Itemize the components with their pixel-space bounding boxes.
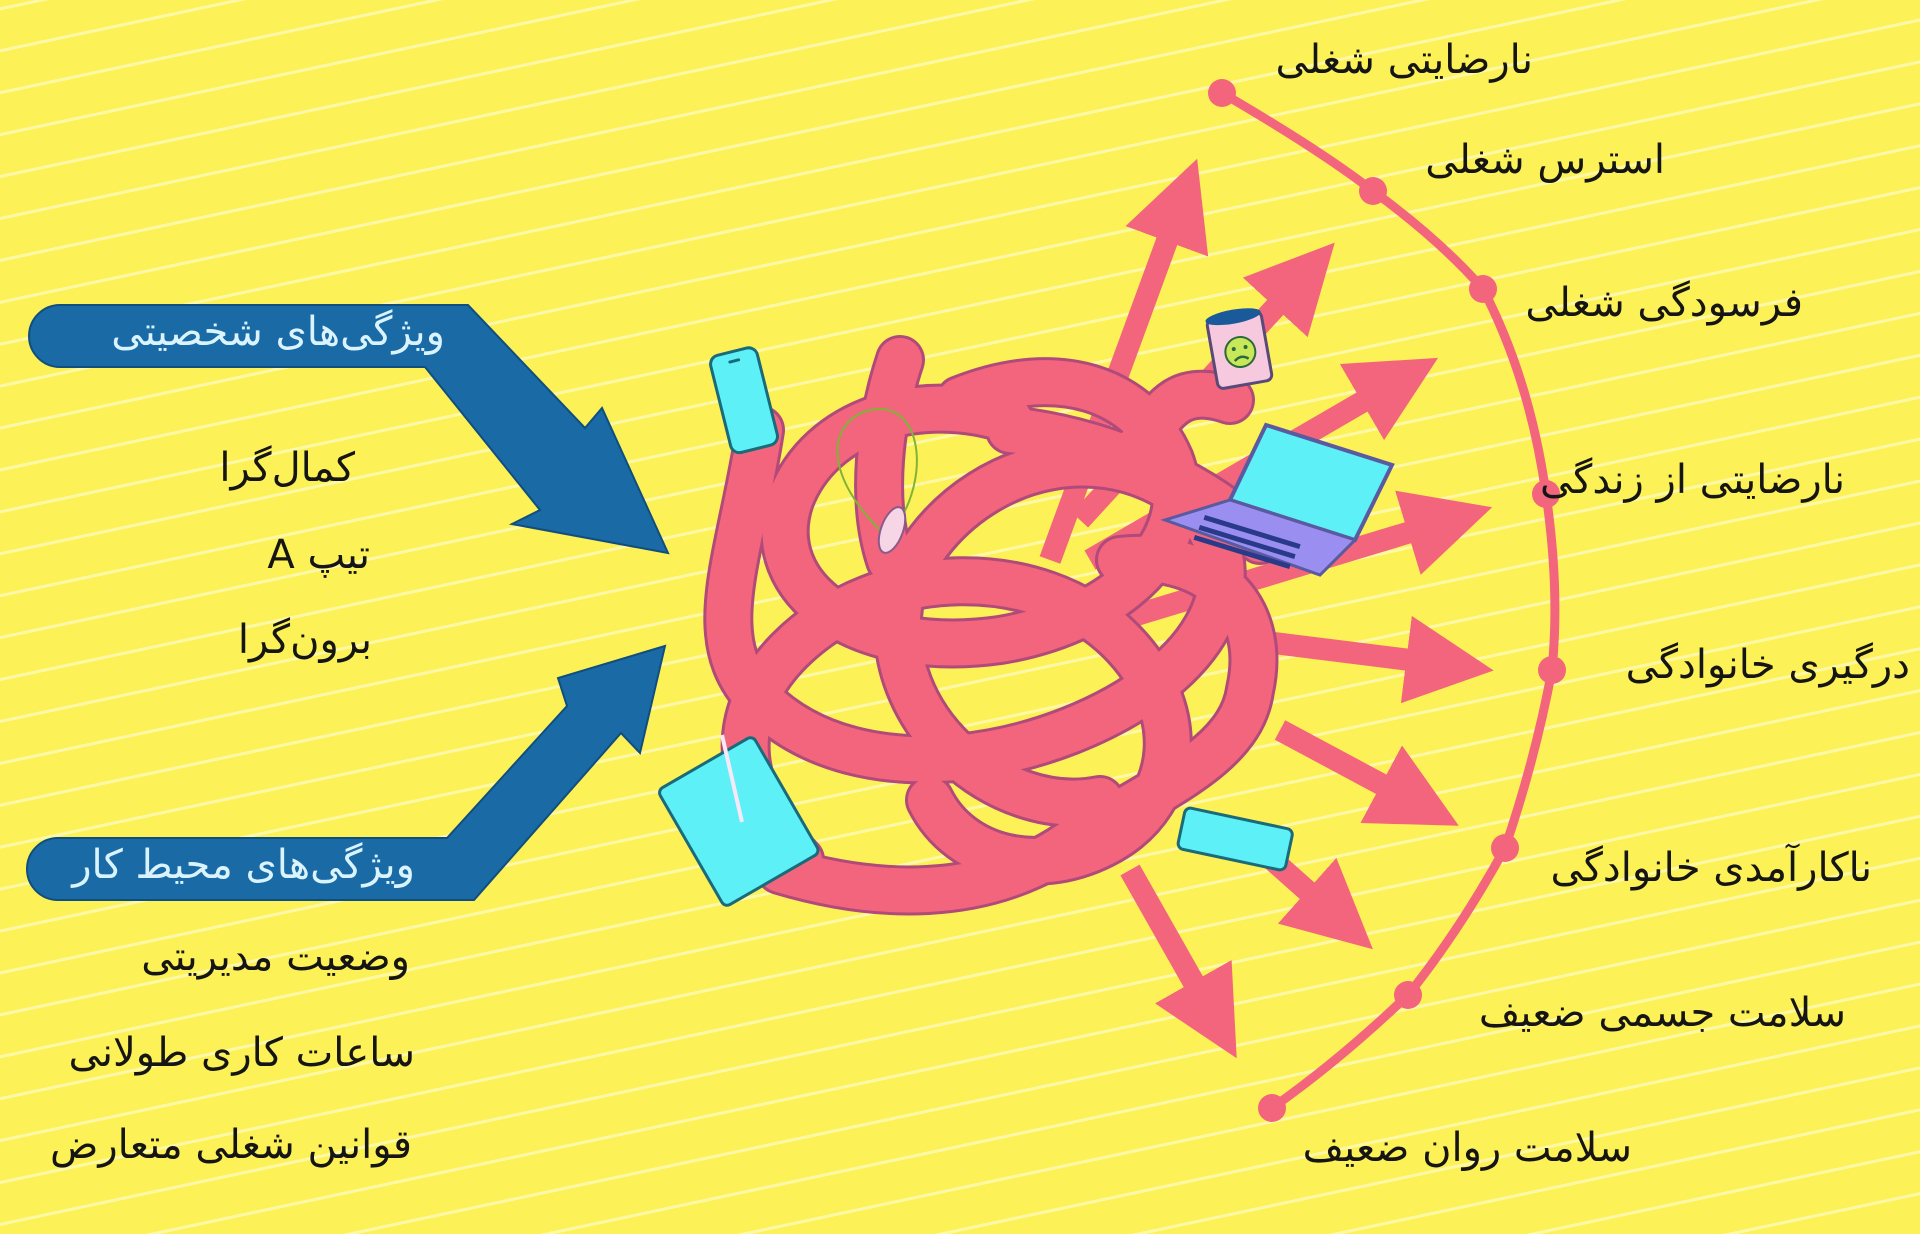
outcomes-arc	[1208, 79, 1566, 1122]
outcome-item: سلامت روان ضعیف	[1302, 1125, 1632, 1171]
tablet-icon	[658, 736, 820, 907]
outcome-item: سلامت جسمی ضعیف	[1478, 990, 1846, 1036]
stylus-icon	[720, 734, 744, 823]
personality-title: ویژگی‌های شخصیتی	[111, 309, 445, 355]
outcome-item: نارضایتی شغلی	[1275, 37, 1533, 83]
work-environment-item: قوانین شغلی متعارض	[49, 1122, 412, 1168]
phone-icon	[709, 346, 780, 455]
personality-item: کمال‌گرا	[219, 445, 355, 491]
work-environment-title: ویژگی‌های محیط کار	[72, 842, 415, 888]
smartphone-icon	[1176, 806, 1294, 872]
outcome-item: درگیری خانوادگی	[1625, 642, 1910, 688]
outcome-item: استرس شغلی	[1425, 137, 1665, 183]
personality-item: تیپ A	[267, 532, 370, 578]
mug-sad-face-icon	[1205, 308, 1274, 390]
work-environment-item: وضعیت مدیریتی	[141, 934, 410, 980]
outcome-item: فرسودگی شغلی	[1525, 280, 1803, 326]
outcome-item: نارضایتی از زندگی	[1539, 457, 1845, 503]
personality-arrow	[28, 304, 670, 555]
personality-item: برون‌گرا	[237, 617, 372, 663]
laptop-icon	[1160, 422, 1395, 577]
work-environment-arrow	[26, 644, 667, 901]
outcome-item: ناکارآمدی خانوادگی	[1550, 845, 1872, 891]
work-environment-item: ساعات کاری طولانی	[68, 1030, 415, 1076]
mouse-icon	[877, 506, 907, 554]
